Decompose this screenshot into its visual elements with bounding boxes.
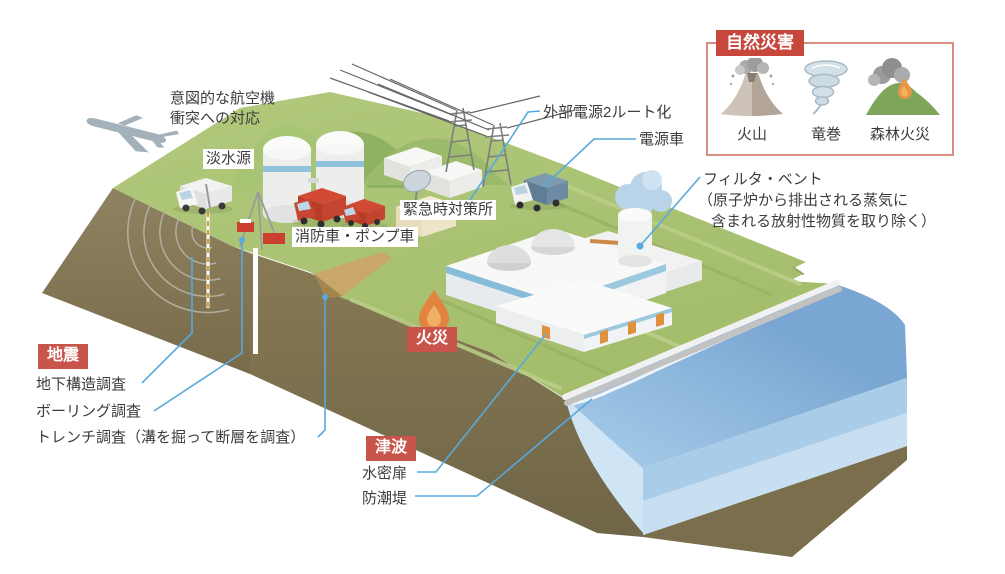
water-tanks xyxy=(263,131,364,223)
tsunami-item-watertight-door: 水密扉 xyxy=(362,465,408,482)
sea xyxy=(566,285,907,535)
earthquake-item-trench-survey: トレンチ調査（溝を掘って断層を調査） xyxy=(36,429,306,446)
volcano-icon xyxy=(721,58,783,116)
freshwater-label: 淡水源 xyxy=(203,149,255,170)
disaster-forest-fire: 森林火災 xyxy=(860,58,940,144)
disaster-tornado: 竜巻 xyxy=(786,58,866,144)
reactor-domes xyxy=(487,229,575,271)
tsunami-item-seawall: 防潮堤 xyxy=(362,490,408,507)
volcano-label: 火山 xyxy=(736,126,767,143)
filter-vent-desc2: 含まれる放射性物質を取り除く） xyxy=(711,213,937,230)
seismic-survey-truck xyxy=(173,178,233,215)
sea-surface xyxy=(566,285,907,468)
filter-vent-title: フィルタ・ベント xyxy=(703,171,823,188)
external-power-label: 外部電源2ルート化 xyxy=(543,104,672,121)
borehole-pipe xyxy=(253,248,258,354)
boring-rig xyxy=(237,191,285,251)
power-lines xyxy=(329,63,576,137)
power-vehicle-label: 電源車 xyxy=(639,131,685,148)
trench xyxy=(314,252,392,298)
seawall xyxy=(562,280,842,406)
earthquake-item-underground-survey: 地下構造調査 xyxy=(36,376,127,393)
land-underground xyxy=(42,188,907,557)
satellite-dish-icon xyxy=(403,169,431,193)
disaster-volcano: 火山 xyxy=(712,58,792,144)
tsunami-badge: 津波 xyxy=(366,436,417,461)
emergency-center-label: 緊急時対策所 xyxy=(400,200,497,221)
earthquake-item-boring-survey: ボーリング調査 xyxy=(36,403,142,420)
seabed-earth xyxy=(630,446,907,557)
forest-fire-label: 森林火災 xyxy=(869,126,930,143)
airplane-icon xyxy=(86,115,180,153)
switchyard-buildings xyxy=(384,147,482,198)
earthquake-badge: 地震 xyxy=(38,344,89,369)
tornado-icon xyxy=(804,60,848,115)
callout-lines xyxy=(141,110,701,497)
fire-pump-trucks-label: 消防車・ポンプ車 xyxy=(292,227,418,248)
flame-icon xyxy=(419,290,449,332)
power-supply-truck xyxy=(510,173,568,212)
filter-vent-desc1: （原子炉から排出される蒸気に xyxy=(698,192,909,209)
natural-disasters-panel: 火山 竜巻 森林火災 xyxy=(706,42,954,156)
fire-trucks xyxy=(292,188,388,230)
fire-badge: 火災 xyxy=(407,327,458,352)
tornado-label: 竜巻 xyxy=(810,126,841,143)
aircraft-collision-note: 意図的な航空機衝突への対応 xyxy=(170,90,276,128)
wave-cross-section xyxy=(566,400,643,533)
transmission-towers xyxy=(329,63,576,188)
natural-disasters-title: 自然災害 xyxy=(716,30,804,56)
forest-fire-icon xyxy=(866,58,940,115)
